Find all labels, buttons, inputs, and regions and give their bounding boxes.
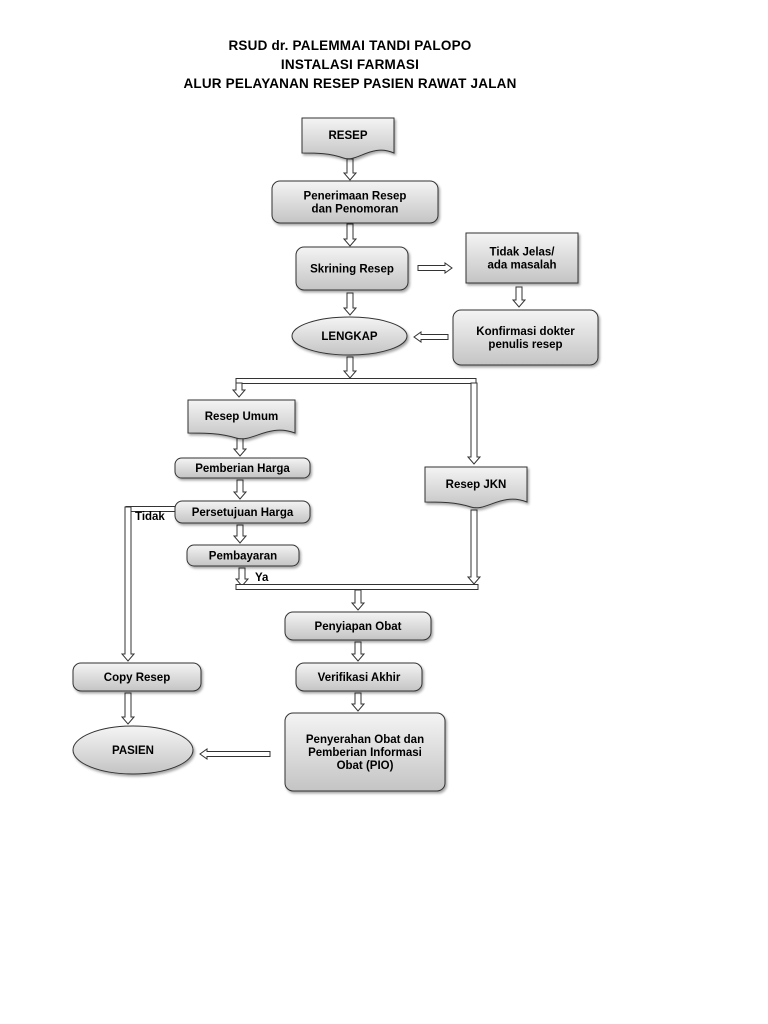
node-resep-shape: [301, 117, 395, 160]
node-skrining-shape: [295, 246, 409, 291]
node-penerimaan-label-1: Penerimaan Resep: [304, 191, 407, 203]
node-tidak-jelas: Tidak Jelas/ada masalah: [465, 232, 579, 284]
node-penyerahan-label-3: Obat (PIO): [337, 760, 394, 772]
node-skrining: Skrining Resep: [295, 246, 409, 291]
arrow-skrining-to-lengkap: [342, 292, 358, 316]
node-penyerahan-label-1: Penyerahan Obat dan: [306, 734, 424, 746]
node-lengkap-label-1: LENGKAP: [321, 331, 378, 343]
edge-label-ya: Ya: [255, 572, 269, 584]
node-resep: RESEP: [301, 117, 395, 160]
node-pembayaran: Pembayaran: [186, 544, 300, 567]
header-line-1: RSUD dr. PALEMMAI TANDI PALOPO: [228, 38, 472, 53]
node-persetujuan-harga-label-1: Persetujuan Harga: [192, 507, 294, 519]
arrow-join-to-penyiapan: [350, 589, 366, 611]
node-persetujuan-harga: Persetujuan Harga: [174, 500, 311, 524]
node-lengkap-shape: [291, 316, 408, 356]
arrow-resep-umum-to-pemberian: [232, 436, 248, 457]
node-penyiapan-obat: Penyiapan Obat: [284, 611, 432, 641]
node-tidak-jelas-label-1: Tidak Jelas/: [490, 247, 556, 259]
node-penyerahan-label-2: Pemberian Informasi: [308, 747, 422, 759]
arrow-pembayaran-to-join: [234, 567, 250, 587]
arrow-penyiapan-to-verifikasi: [350, 641, 366, 662]
node-verifikasi-akhir-shape: [295, 662, 423, 692]
node-pemberian-harga: Pemberian Harga: [174, 457, 311, 479]
arrow-konfirmasi-to-lengkap: [413, 331, 449, 343]
node-copy-resep-shape: [72, 662, 202, 692]
node-resep-jkn: Resep JKN: [424, 466, 528, 509]
arrow-copy-resep-to-pasien: [120, 692, 136, 725]
node-penerimaan-label-2: dan Penomoran: [312, 204, 399, 216]
node-resep-umum-shape: [187, 399, 296, 440]
node-penyiapan-obat-label-1: Penyiapan Obat: [315, 621, 402, 633]
node-resep-jkn-label-1: Resep JKN: [446, 479, 507, 491]
arrow-tidak-jelas-to-konfirmasi: [511, 286, 527, 308]
connector-join-bar: [235, 584, 479, 590]
node-resep-umum: Resep Umum: [187, 399, 296, 440]
node-copy-resep: Copy Resep: [72, 662, 202, 692]
node-verifikasi-akhir: Verifikasi Akhir: [295, 662, 423, 692]
node-pasien-label-1: PASIEN: [112, 745, 154, 757]
node-skrining-label-1: Skrining Resep: [310, 264, 394, 276]
node-pemberian-harga-label-1: Pemberian Harga: [195, 463, 290, 475]
node-konfirmasi-label-2: penulis resep: [488, 339, 562, 351]
node-verifikasi-akhir-label-1: Verifikasi Akhir: [318, 672, 401, 684]
node-resep-umum-label-1: Resep Umum: [205, 411, 279, 423]
node-resep-label-1: RESEP: [329, 130, 368, 142]
node-penerimaan-shape: [271, 180, 439, 224]
header-line-2: INSTALASI FARMASI: [280, 57, 420, 72]
arrow-resep-to-penerimaan: [342, 158, 358, 181]
node-pasien: PASIEN: [72, 725, 194, 775]
node-konfirmasi-label-1: Konfirmasi dokter: [476, 326, 575, 338]
connectors: [120, 158, 527, 760]
edge-label-tidak: Tidak: [135, 511, 165, 523]
arrow-lengkap-to-split: [342, 356, 358, 379]
connector-split-bar: [235, 378, 477, 384]
arrow-penerimaan-to-skrining: [342, 223, 358, 247]
node-copy-resep-label-1: Copy Resep: [104, 672, 170, 684]
node-konfirmasi-shape: [452, 309, 599, 366]
arrow-skrining-to-tidak-jelas: [417, 262, 453, 274]
header-line-3: ALUR PELAYANAN RESEP PASIEN RAWAT JALAN: [183, 76, 517, 91]
arrow-penyerahan-to-pasien: [199, 748, 271, 760]
arrow-verifikasi-to-penyerahan: [350, 692, 366, 712]
node-pembayaran-shape: [186, 544, 300, 567]
node-penyerahan-shape: [284, 712, 446, 792]
arrow-split-to-resep-jkn: [466, 382, 482, 465]
node-pasien-shape: [72, 725, 194, 775]
node-persetujuan-harga-shape: [174, 500, 311, 524]
node-pemberian-harga-shape: [174, 457, 311, 479]
node-lengkap: LENGKAP: [291, 316, 408, 356]
arrow-persetujuan-to-pembayaran: [232, 524, 248, 544]
node-pembayaran-label-1: Pembayaran: [209, 551, 277, 563]
node-tidak-jelas-label-2: ada masalah: [487, 260, 556, 272]
node-tidak-jelas-shape: [465, 232, 579, 284]
arrow-split-to-resep-umum: [231, 382, 247, 398]
arrow-tidak-to-copy-resep: [120, 506, 136, 662]
arrow-resep-jkn-to-join: [466, 509, 482, 585]
node-resep-jkn-shape: [424, 466, 528, 509]
node-penyiapan-obat-shape: [284, 611, 432, 641]
arrow-pemberian-to-persetujuan: [232, 479, 248, 500]
